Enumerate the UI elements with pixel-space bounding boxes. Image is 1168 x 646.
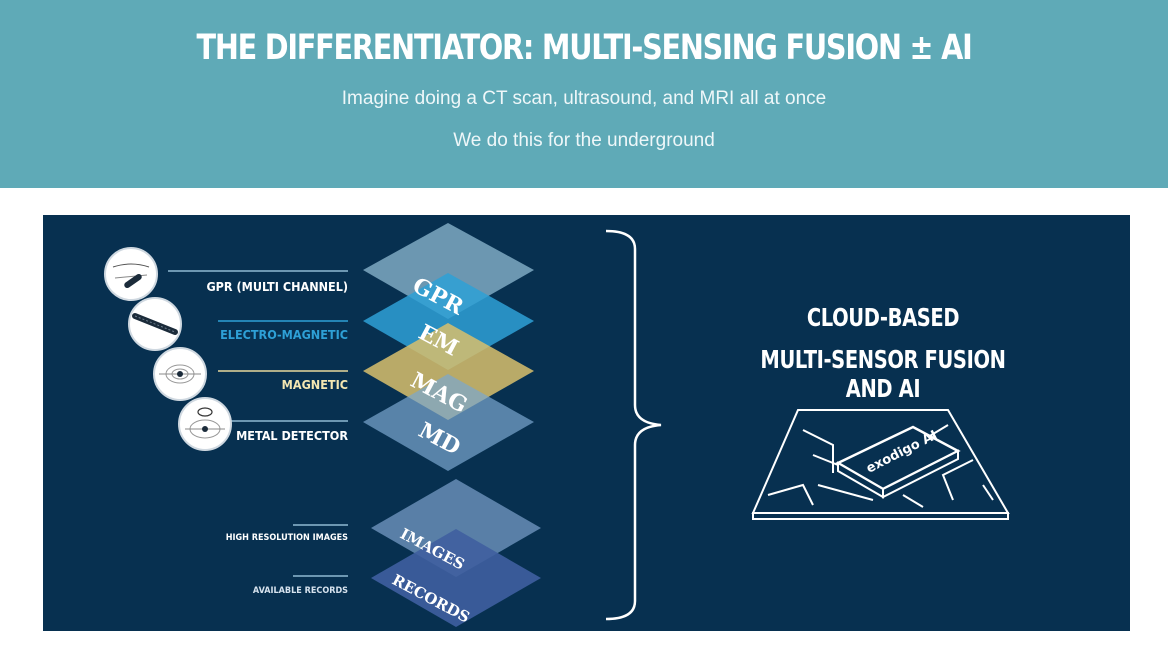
gpr-sensor-icon — [104, 247, 158, 301]
metal-detector-label: METAL DETECTOR — [236, 428, 348, 443]
connector-lines — [168, 270, 348, 577]
gpr-label: GPR (MULTI CHANNEL) — [206, 279, 348, 294]
page-title: THE DIFFERENTIATOR: MULTI-SENSING FUSION… — [196, 28, 972, 68]
grouping-bracket — [605, 229, 662, 621]
ai-chip-icon: exodigo AI — [751, 409, 1010, 520]
records-layer — [371, 529, 541, 627]
images-layer — [371, 479, 541, 577]
metal-detector-icon — [178, 397, 232, 451]
sensor-fusion-diagram: GPR EM MAG MD IMAGES RECORDS exodigo AI … — [43, 215, 1130, 631]
magnetic-sensor-icon — [153, 347, 207, 401]
subtitle-underground: We do this for the underground — [453, 130, 715, 151]
em-label: ELECTRO-MAGNETIC — [220, 327, 348, 342]
fusion-title-line-1: CLOUD-BASED — [806, 303, 960, 332]
em-layer — [363, 273, 534, 370]
subtitle-ct-scan: Imagine doing a CT scan, ultrasound, and… — [341, 88, 827, 109]
mag-layer — [363, 323, 534, 420]
diagram-graphics: GPR EM MAG MD IMAGES RECORDS exodigo AI — [104, 223, 1010, 627]
md-layer — [363, 374, 534, 471]
high-resolution-images-label: HIGH RESOLUTION IMAGES — [225, 533, 348, 543]
em-sensor-icon — [128, 297, 182, 351]
gpr-layer — [363, 223, 534, 319]
available-records-label: AVAILABLE RECORDS — [252, 586, 348, 596]
fusion-title-line-2: MULTI-SENSOR FUSION AND AI — [760, 345, 1006, 403]
layer-stack — [363, 223, 541, 627]
magnetic-label: MAGNETIC — [281, 377, 348, 392]
header-banner: THE DIFFERENTIATOR: MULTI-SENSING FUSION… — [0, 0, 1168, 188]
